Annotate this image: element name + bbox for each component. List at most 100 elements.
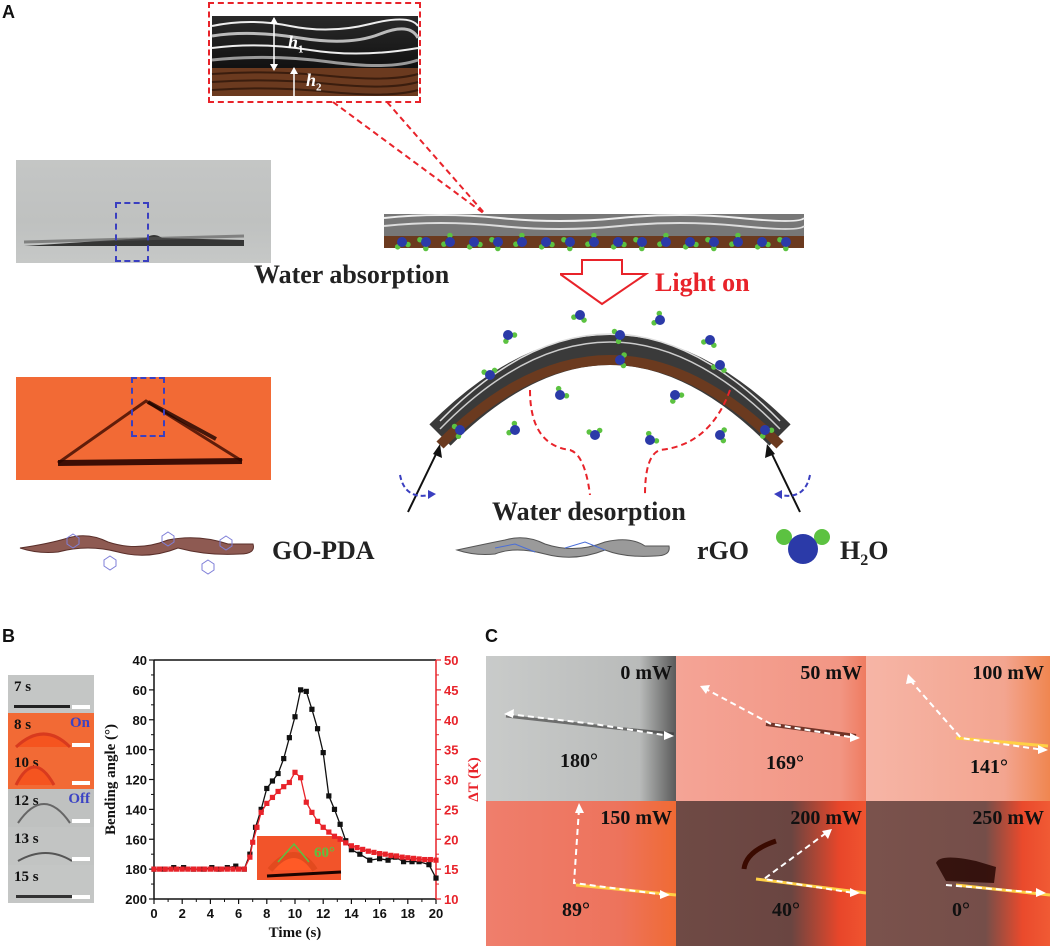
rgo-sheet-icon: [455, 537, 670, 558]
bending-angle-point: [303, 688, 309, 694]
delta-t-point: [393, 853, 400, 859]
oxygen-atom: [715, 430, 725, 440]
y2-tick-label: 30: [444, 773, 458, 788]
tile-50mw: 50 mW 169°: [676, 656, 868, 801]
hydrogen-atom: [563, 393, 570, 399]
delta-t-point: [213, 866, 219, 872]
bending-angle-point: [331, 806, 338, 812]
delta-t-point: [247, 854, 253, 860]
oxygen-atom: [637, 237, 647, 247]
delta-t-point: [427, 856, 433, 863]
y2-tick-label: 40: [444, 713, 458, 728]
oxygen-atom: [589, 237, 599, 247]
oxygen-atom: [421, 237, 431, 247]
bending-angle-point: [286, 735, 292, 741]
delta-t-point: [250, 839, 256, 845]
delta-t-point: [168, 866, 174, 872]
delta-t-point: [360, 846, 366, 853]
tile-0mw: 0 mW 180°: [486, 656, 678, 801]
delta-t-point: [365, 848, 371, 854]
oxygen-atom: [503, 330, 513, 340]
zoom-inset-box: h1 h2: [208, 2, 421, 103]
delta-t-point: [264, 800, 270, 806]
oxygen-atom: [655, 315, 665, 325]
delta-t-point: [348, 843, 354, 849]
delta-t-point: [202, 866, 208, 872]
hydrogen-atom: [591, 232, 597, 239]
oxygen-atom: [715, 360, 725, 370]
delta-t-point: [275, 788, 281, 795]
delta-t-point: [433, 857, 439, 863]
hydrogen-atom: [678, 392, 685, 398]
bending-angle-point: [314, 726, 321, 732]
delta-t-point: [410, 855, 417, 861]
hydrogen-atom: [653, 438, 660, 444]
oxygen-atom: [615, 355, 625, 365]
x-tick-label: 0: [150, 906, 157, 921]
delta-t-point: [343, 840, 349, 846]
delta-t-point: [185, 866, 191, 872]
panel-c-letter: C: [485, 626, 498, 646]
x-tick-label: 10: [288, 906, 302, 921]
y2-tick-label: 20: [444, 832, 458, 847]
oxygen-atom: [575, 310, 585, 320]
delta-t-point: [422, 856, 428, 863]
delta-t-point: [258, 809, 264, 815]
h2-label: h2: [306, 70, 322, 94]
delta-t-point: [326, 829, 332, 835]
y2-tick-label: 50: [444, 653, 458, 668]
oxygen-atom: [510, 425, 520, 435]
delta-t-point: [230, 866, 236, 872]
bending-angle-point: [309, 706, 315, 712]
oxygen-atom: [541, 237, 551, 247]
flat-film-photo: [16, 160, 271, 263]
y-axis-label: Bending angle (°): [103, 724, 119, 835]
bent-film-photo: [16, 377, 271, 480]
y-tick-label: 140: [125, 802, 147, 817]
delta-t-point: [371, 849, 377, 855]
oxygen-atom: [670, 390, 680, 400]
oxygen-atom: [661, 237, 671, 247]
oxygen-atom: [733, 237, 743, 247]
x-tick-label: 2: [179, 906, 186, 921]
bending-angle-point: [426, 862, 432, 868]
oxygen-atom: [493, 237, 503, 247]
process-arrow-icon: [560, 259, 650, 306]
delta-t-point: [196, 866, 202, 872]
panel-b-letter: B: [2, 626, 15, 646]
x-tick-label: 14: [344, 906, 359, 921]
delta-t-point: [388, 852, 394, 858]
tile-100mw: 100 mW 141°: [866, 656, 1050, 801]
oxygen-atom: [455, 425, 465, 435]
bending-angle-point: [385, 857, 391, 863]
oxygen-atom: [709, 237, 719, 247]
layered-film-closeup: [211, 16, 419, 96]
bending-angle-point: [337, 821, 343, 827]
go-pda-sheet-icon: [19, 531, 254, 575]
delta-t-point: [254, 824, 260, 830]
strip-frame: 10 s: [8, 751, 94, 789]
oxygen-atom: [781, 237, 791, 247]
inset-angle-lines: [277, 842, 310, 863]
hydrogen-atom: [495, 245, 501, 252]
hydrogen-atom: [519, 232, 525, 239]
bending-angle-point: [433, 875, 439, 881]
hydrogen-atom: [711, 245, 717, 252]
hydrogen-atom: [511, 332, 518, 338]
y2-tick-label: 10: [444, 892, 458, 907]
y-tick-label: 80: [133, 713, 147, 728]
bending-angle-point: [400, 859, 407, 865]
oxygen-atom: [685, 237, 695, 247]
inset-film: [266, 870, 342, 878]
y-tick-label: 180: [125, 862, 147, 877]
bending-angle-point: [281, 755, 287, 762]
delta-t-point: [286, 779, 292, 786]
hydrogen-atom: [768, 427, 775, 433]
bending-angle-point: [416, 859, 422, 865]
tile-200mw: 200 mW 40°: [676, 801, 868, 946]
delta-t-point: [354, 845, 360, 851]
y2-tick-label: 45: [444, 683, 458, 698]
